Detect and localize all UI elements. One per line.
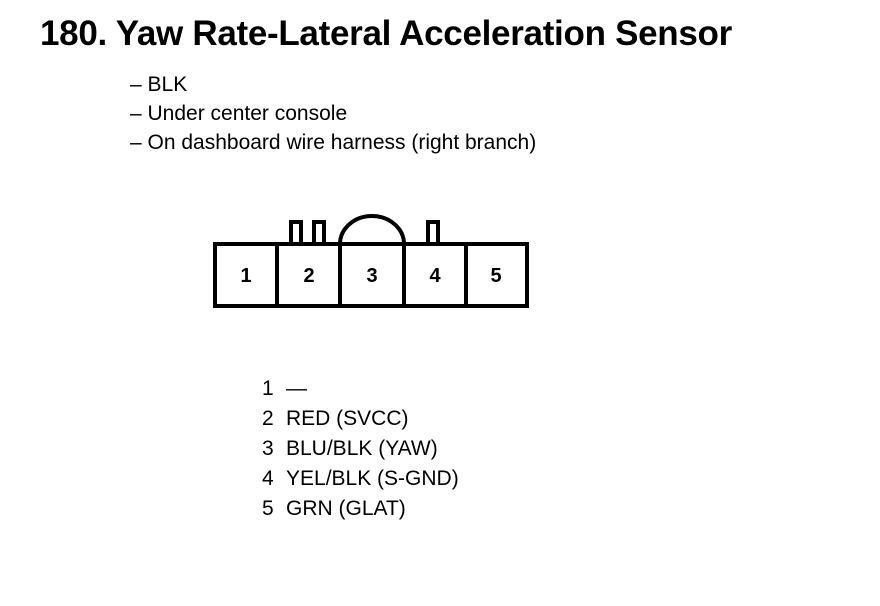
pin-label-1: 1 bbox=[240, 265, 251, 287]
connector-latch-arc bbox=[338, 214, 406, 245]
note-location: – Under center console bbox=[130, 102, 348, 125]
pinout-row: 5 GRN (GLAT) bbox=[262, 494, 459, 524]
connector-tab-right bbox=[426, 220, 440, 244]
pinout-row: 2 RED (SVCC) bbox=[262, 404, 459, 434]
pinout-table: 1 — 2 RED (SVCC) 3 BLU/BLK (YAW) 4 YEL/B… bbox=[262, 374, 459, 524]
pin-label-3: 3 bbox=[366, 265, 377, 287]
pin-label-5: 5 bbox=[490, 265, 501, 287]
connector-tab-middle bbox=[312, 220, 326, 244]
pinout-wire: RED (SVCC) bbox=[286, 407, 409, 430]
pinout-pin-number: 2 bbox=[262, 407, 274, 430]
pinout-wire: GRN (GLAT) bbox=[286, 497, 406, 520]
pin-label-4: 4 bbox=[429, 265, 441, 287]
pinout-pin-number: 3 bbox=[262, 437, 274, 460]
pinout-wire: — bbox=[286, 377, 307, 400]
pinout-row: 1 — bbox=[262, 374, 459, 404]
pinout-row: 4 YEL/BLK (S-GND) bbox=[262, 464, 459, 494]
pinout-pin-number: 4 bbox=[262, 467, 274, 490]
connector-tab-left bbox=[289, 220, 303, 244]
note-harness: – On dashboard wire harness (right branc… bbox=[130, 131, 537, 154]
connector-housing bbox=[213, 242, 529, 308]
connector-notes: – BLK – Under center console – On dashbo… bbox=[130, 70, 536, 157]
pinout-pin-number: 1 bbox=[262, 377, 274, 400]
note-color: – BLK bbox=[130, 73, 188, 96]
pin-label-2: 2 bbox=[303, 265, 314, 287]
pinout-wire: YEL/BLK (S-GND) bbox=[286, 467, 459, 490]
pinout-pin-number: 5 bbox=[262, 497, 274, 520]
diagram-title: 180. Yaw Rate-Lateral Acceleration Senso… bbox=[40, 14, 732, 53]
pinout-wire: BLU/BLK (YAW) bbox=[286, 437, 438, 460]
pinout-row: 3 BLU/BLK (YAW) bbox=[262, 434, 459, 464]
